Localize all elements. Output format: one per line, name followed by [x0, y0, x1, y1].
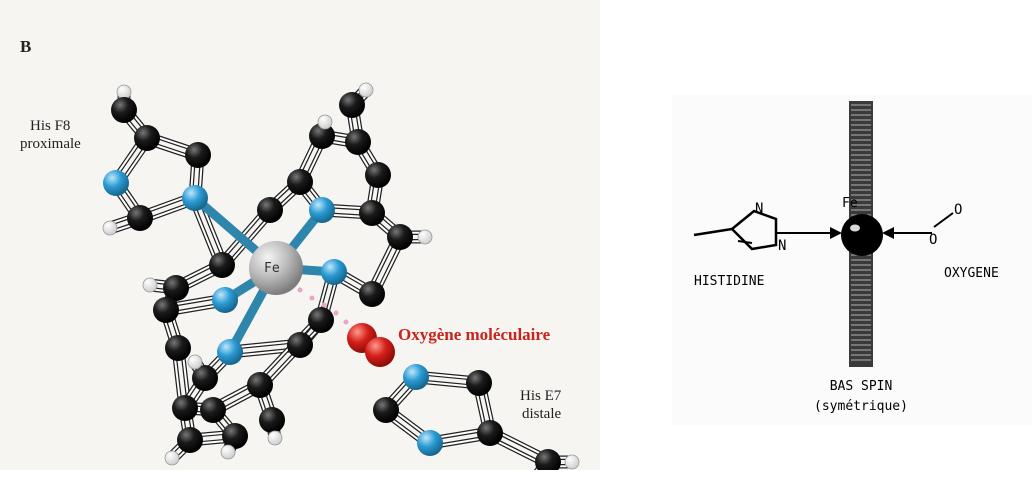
fe-atom [841, 214, 883, 256]
heme-molecule-svg: B His F8 proximale Fe Oxygène moléculair… [20, 37, 580, 470]
imidazole-ring [730, 209, 778, 251]
histidine-label: HISTIDINE [694, 274, 764, 289]
low-spin-diagram-svg: N N Fe O O HISTIDINE OXYGENE BAS SPIN (s… [693, 101, 999, 414]
molecule-atoms [102, 82, 580, 470]
his-e7-label: His E7 [520, 388, 562, 404]
imidazole-n-bottom: N [778, 238, 786, 254]
fe-label: Fe [842, 196, 858, 211]
histidine-chain-line [693, 227, 733, 237]
his-e7-sublabel: distale [522, 406, 561, 422]
low-spin-diagram: N N Fe O O HISTIDINE OXYGENE BAS SPIN (s… [672, 95, 1032, 425]
oxygen-molecule-label: Oxygène moléculaire [398, 325, 551, 344]
spin-symmetry-label: (symétrique) [814, 399, 908, 414]
iron-atom-label: Fe [264, 261, 280, 276]
spin-state-label: BAS SPIN [830, 379, 893, 394]
heme-oxygen-binding-illustration: B His F8 proximale Fe Oxygène moléculair… [0, 0, 600, 470]
oxygen-top-o: O [954, 202, 962, 218]
oxygen-bottom-o: O [929, 232, 937, 248]
o-o-bond [933, 212, 954, 228]
his-f8-label: His F8 [30, 118, 70, 134]
imidazole-n-top: N [755, 201, 763, 217]
panel-letter: B [20, 37, 31, 56]
his-f8-sublabel: proximale [20, 136, 81, 152]
oxygene-label: OXYGENE [944, 266, 999, 281]
